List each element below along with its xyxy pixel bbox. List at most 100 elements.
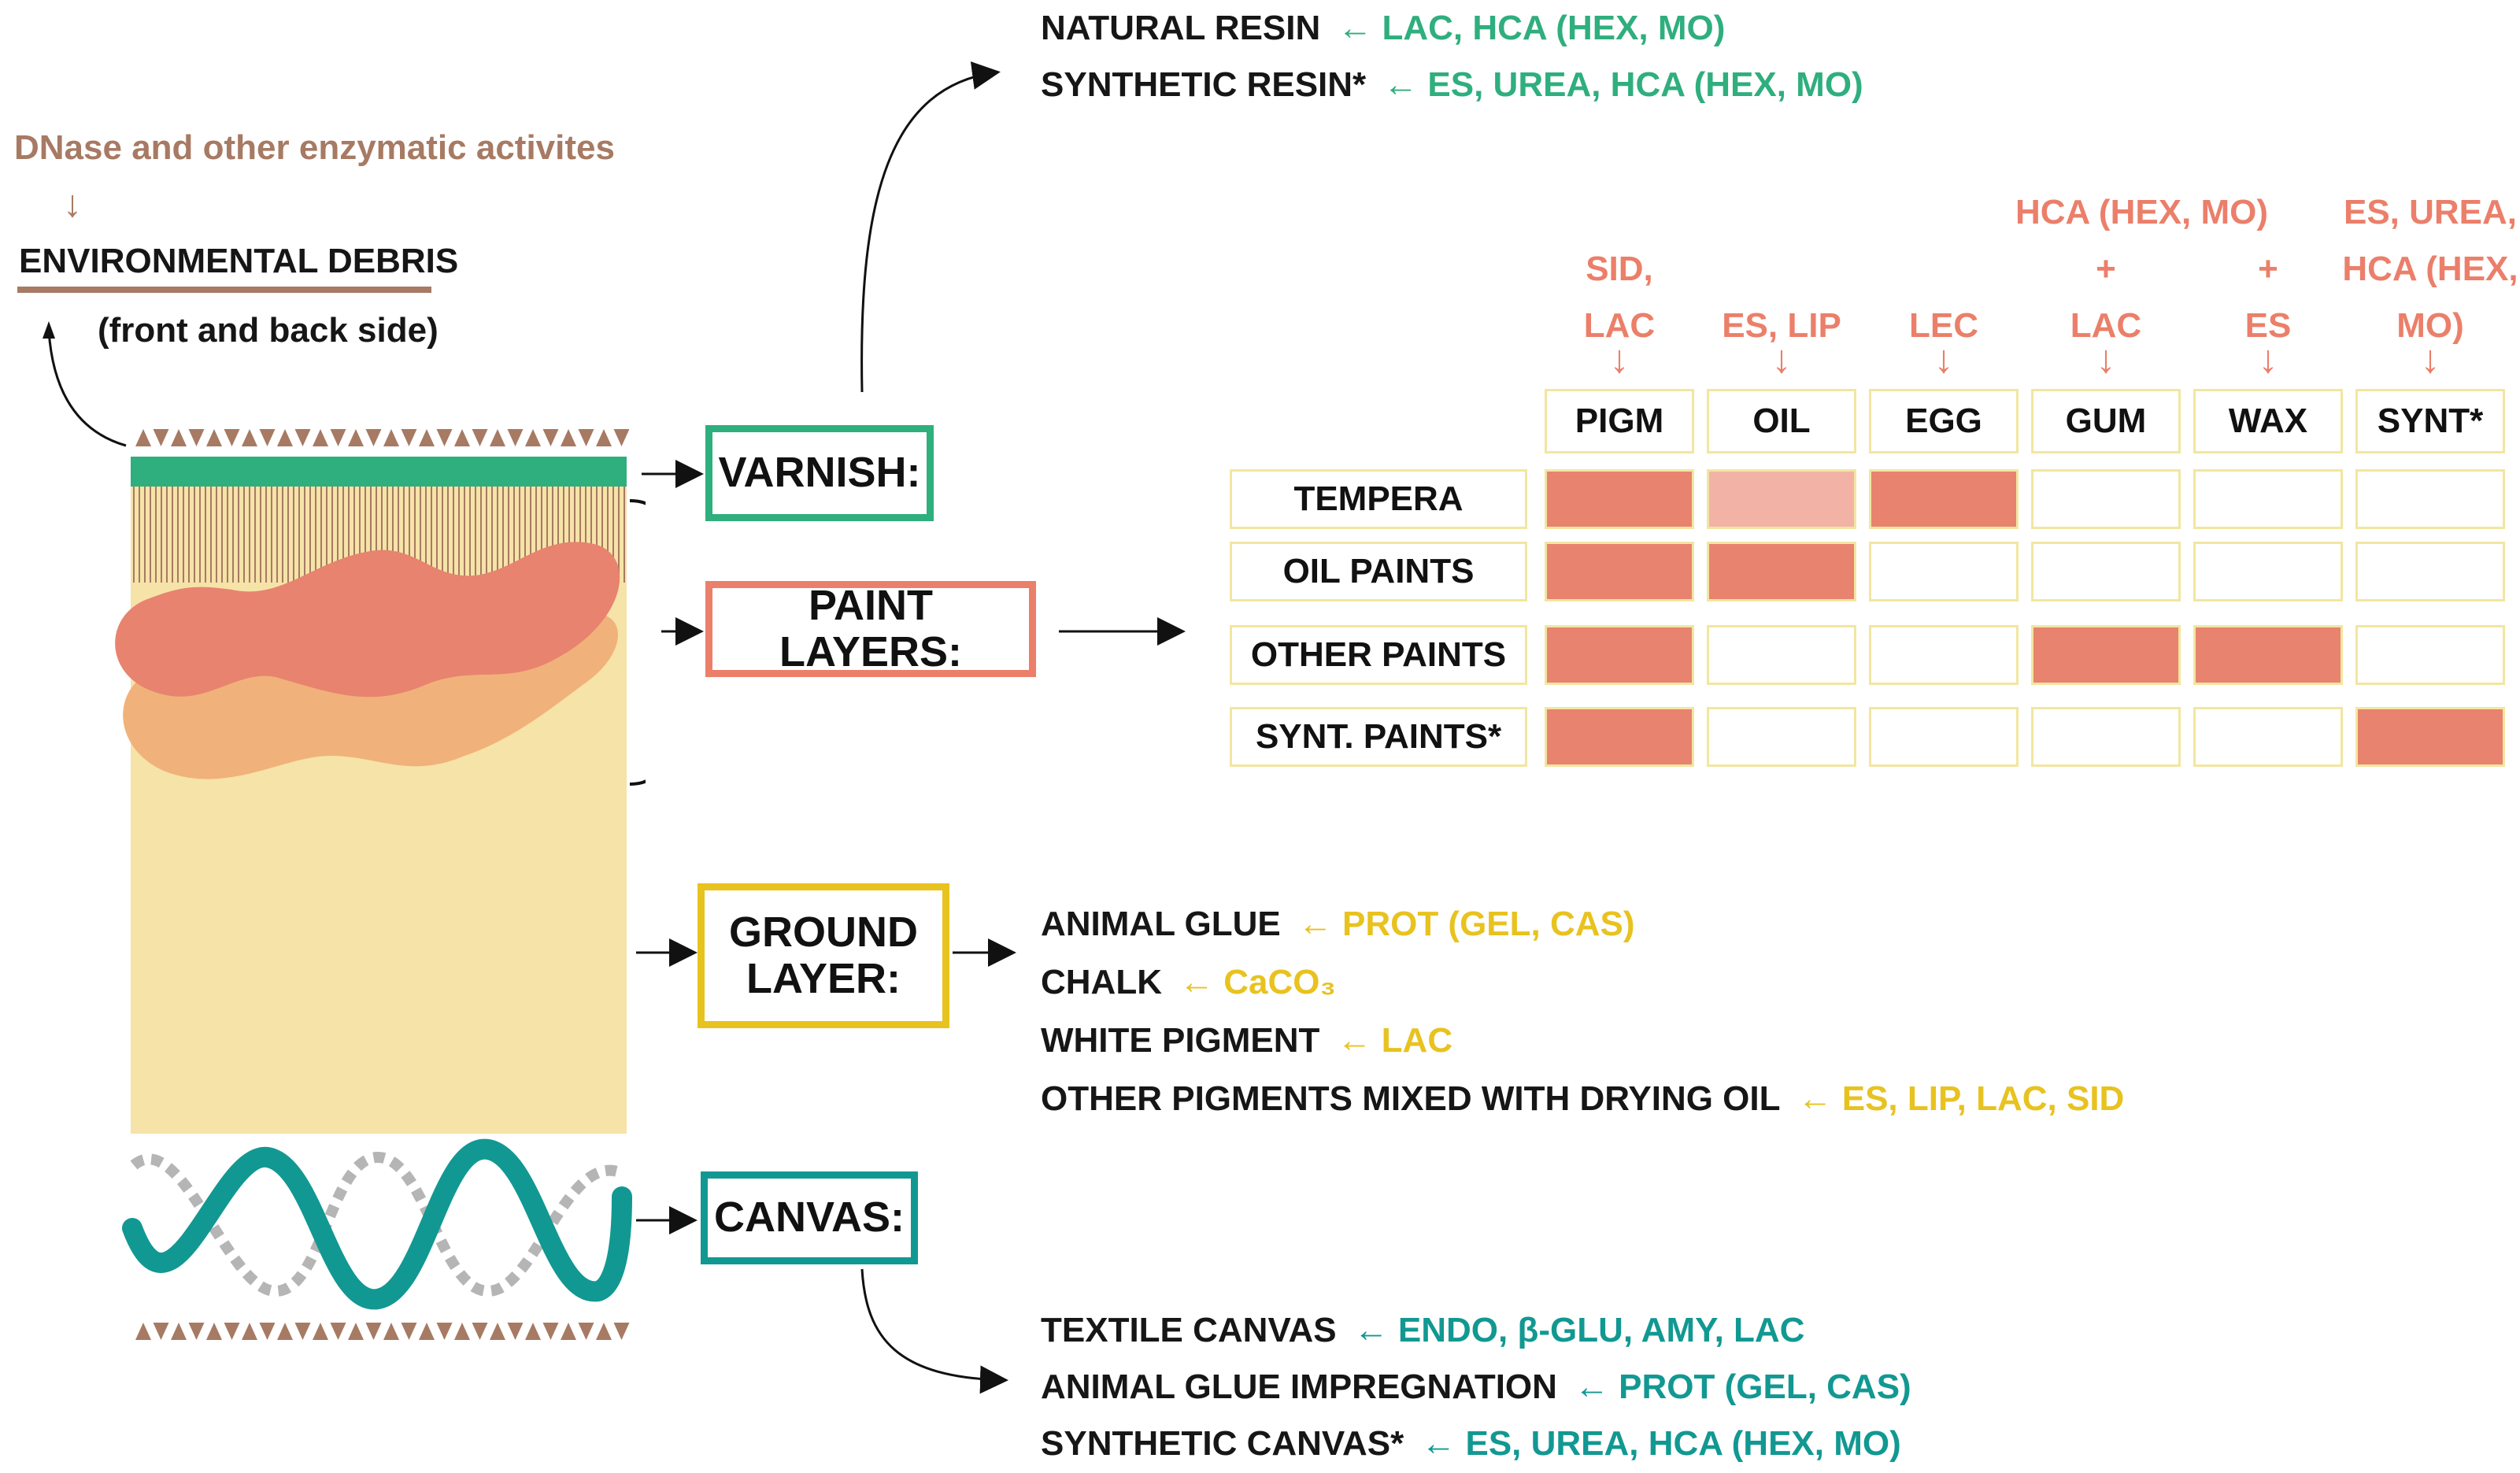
debris-particle (206, 1323, 222, 1340)
debris-particle (294, 429, 311, 446)
debris-particle (472, 429, 488, 446)
ground-item-chalk: CHALK← CaCO₃ (1041, 965, 1336, 1000)
agent-line: MO) (2396, 306, 2464, 345)
column-down-arrow: ↓ (2420, 337, 2440, 381)
table-cell (1707, 542, 1856, 601)
agent-line: ES, UREA, (2343, 193, 2518, 231)
debris-particle (525, 1323, 541, 1340)
debris-particle (153, 1323, 169, 1340)
column-down-arrow: ↓ (2258, 337, 2278, 381)
glue-impregnation-agents: PROT (GEL, CAS) (1619, 1368, 1911, 1406)
agent-line: SID, (1586, 250, 1653, 288)
animal-glue-agents: PROT (GEL, CAS) (1341, 905, 1635, 943)
row-label-synt-paints-: SYNT. PAINTS* (1230, 707, 1527, 767)
agent-line: ES, LIP (1722, 306, 1841, 345)
column-agents-pigm: SID,LAC (1529, 241, 1710, 354)
debris-particle (330, 1323, 346, 1340)
ground-label-line2: LAYER: (746, 955, 901, 1002)
top-debris-particles (135, 429, 630, 446)
table-cell (2031, 707, 2181, 767)
debris-particle (242, 429, 257, 446)
debris-particle (224, 1323, 240, 1340)
varnish-label-box: VARNISH: (705, 425, 934, 521)
table-cell (2193, 542, 2343, 601)
debris-particle (454, 1323, 470, 1340)
debris-particle (542, 1323, 559, 1340)
debris-particle (436, 429, 453, 446)
synthetic-canvas-name: SYNTHETIC CANVAS* (1041, 1424, 1404, 1463)
natural-resin-agents: LAC, HCA (HEX, MO) (1382, 9, 1726, 47)
debris-particle (401, 429, 417, 446)
table-cell (1545, 542, 1694, 601)
agent-line: + (2096, 250, 2116, 288)
table-cell (1707, 707, 1856, 767)
table-cell (2031, 469, 2181, 529)
natural-resin-arrow: ← (1338, 9, 1373, 47)
debris-curved-arrow (47, 330, 127, 447)
column-header-wax: WAX (2193, 389, 2343, 453)
natural-resin-name: NATURAL RESIN (1041, 9, 1321, 47)
other-pigments-name: OTHER PIGMENTS MIXED WITH DRYING OIL (1041, 1079, 1781, 1118)
table-cell (2031, 542, 2181, 601)
painting-cross-section: /* placeholder */ (43, 321, 646, 1340)
column-agents-gum: HCA (HEX, MO)+LAC (2015, 184, 2268, 354)
ground-label-line1: GROUND (729, 908, 918, 956)
synthetic-resin-name: SYNTHETIC RESIN* (1041, 65, 1367, 104)
column-header-pigm: PIGM (1545, 389, 1694, 453)
synthetic-resin-agents: ES, UREA, HCA (HEX, MO) (1427, 65, 1863, 104)
synthetic-canvas-arrow: ← (1421, 1424, 1456, 1463)
enzyme-activity-text: DNase and other enzymatic activites (14, 128, 615, 167)
white-pigment-agents: LAC (1381, 1021, 1453, 1060)
row-label-other-paints: OTHER PAINTS (1230, 625, 1527, 685)
debris-particle (330, 429, 346, 446)
ground-item-white-pigment: WHITE PIGMENT← LAC (1041, 1023, 1452, 1058)
coral-paint-blob (115, 542, 620, 698)
debris-particle (277, 1323, 293, 1340)
column-down-arrow: ↓ (1933, 337, 1954, 381)
debris-particle (436, 1323, 453, 1340)
debris-particle (561, 429, 576, 446)
canvas-label-box: CANVAS: (701, 1171, 918, 1264)
table-cell (2193, 707, 2343, 767)
debris-particle (171, 429, 187, 446)
debris-particle (454, 429, 470, 446)
debris-particle (561, 1323, 576, 1340)
agent-line: + (2258, 250, 2278, 288)
paint-layers-label-box: PAINT LAYERS: (705, 581, 1036, 677)
debris-particle (294, 1323, 311, 1340)
debris-particle (259, 1323, 276, 1340)
column-down-arrow: ↓ (1771, 337, 1792, 381)
table-cell (2193, 625, 2343, 685)
canvas-item-synthetic: SYNTHETIC CANVAS*← ES, UREA, HCA (HEX, M… (1041, 1427, 1901, 1461)
debris-subtitle: (front and back side) (98, 311, 439, 350)
table-cell (2355, 542, 2505, 601)
table-cell (1869, 707, 2019, 767)
table-cell (2193, 469, 2343, 529)
textile-canvas-name: TEXTILE CANVAS (1041, 1311, 1337, 1349)
ground-item-animal-glue: ANIMAL GLUE← PROT (GEL, CAS) (1041, 907, 1635, 942)
table-cell (1869, 542, 2019, 601)
column-agents-oil: ES, LIP (1691, 298, 1872, 354)
chalk-agents: CaCO₃ (1223, 963, 1336, 1001)
debris-particle (188, 429, 205, 446)
row-label-oil-paints: OIL PAINTS (1230, 542, 1527, 601)
other-pigments-agents: ES, LIP, LAC, SID (1841, 1079, 2125, 1118)
varnish-item-synthetic-resin: SYNTHETIC RESIN*← ES, UREA, HCA (HEX, MO… (1041, 68, 1863, 102)
table-cell (1545, 469, 1694, 529)
column-agents-synt: ES, UREA,HCA (HEX,MO) (2340, 184, 2520, 354)
agent-line: ES (2244, 306, 2292, 345)
glue-impregnation-name: ANIMAL GLUE IMPREGNATION (1041, 1368, 1557, 1406)
debris-particle (542, 429, 559, 446)
debris-particle (419, 429, 435, 446)
debris-particle (525, 429, 541, 446)
column-header-egg: EGG (1869, 389, 2019, 453)
canvas-item-glue-impregnation: ANIMAL GLUE IMPREGNATION← PROT (GEL, CAS… (1041, 1370, 1911, 1405)
debris-particle (578, 429, 594, 446)
chalk-arrow: ← (1179, 963, 1214, 1001)
agent-line: LEC (1909, 306, 1978, 345)
column-header-oil: OIL (1707, 389, 1856, 453)
debris-particle (313, 429, 328, 446)
table-cell (1869, 469, 2019, 529)
debris-particle (365, 429, 382, 446)
